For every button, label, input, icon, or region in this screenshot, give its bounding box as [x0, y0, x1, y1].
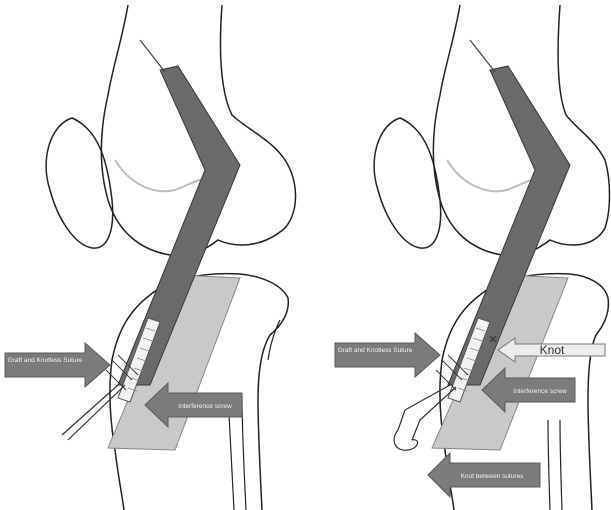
suture-knot-loop: [394, 430, 417, 450]
arrow-graft-knot: Graft and Knotless Suture: [5, 343, 110, 387]
arrow-knot: Knot: [498, 338, 605, 362]
fibula: [548, 420, 562, 510]
arrow-graft-knot-right: Graft and Knotless Suture: [335, 333, 440, 377]
patella: [46, 118, 113, 248]
graft-suture-strand: [140, 40, 165, 72]
right-panel: Graft and Knotless Suture Knot Interfere…: [335, 5, 610, 510]
left-panel: Graft and Knotless Suture Interference s…: [5, 5, 296, 510]
label-graft-knot-left: Graft and Knotless Suture: [8, 357, 83, 364]
arrow-knot-between: Knot between sutures: [428, 453, 540, 497]
graft-suture-strand: [470, 40, 495, 72]
patella: [374, 118, 441, 248]
label-graft-knot-right: Graft and Knotless Suture: [338, 347, 413, 354]
label-knot-between: Knot between sutures: [461, 473, 525, 480]
label-knot: Knot: [540, 343, 565, 357]
label-interference-right: Interference screw: [513, 388, 567, 395]
label-interference-left: Interference screw: [178, 403, 232, 410]
